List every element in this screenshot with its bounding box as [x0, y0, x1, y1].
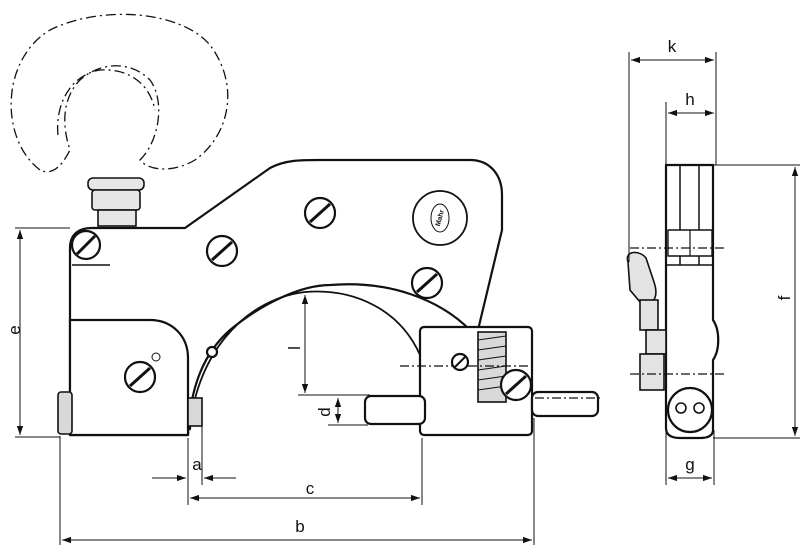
screw-6: [450, 352, 470, 372]
brand-text: Mahr: [435, 209, 446, 227]
dimension-c: c: [190, 438, 423, 505]
side-lever-knob: [626, 251, 667, 391]
dimension-h-label: h: [685, 90, 694, 109]
mahr-logo: Mahr: [412, 190, 468, 246]
dimension-k: k: [628, 37, 717, 262]
dimension-d-label: d: [315, 407, 334, 416]
stop-pin: [205, 345, 219, 359]
dimension-l: l: [285, 295, 370, 396]
screw-3: [303, 196, 337, 230]
dimension-f: f: [713, 164, 800, 439]
front-view: Mahr e l d a: [5, 13, 600, 545]
dimension-b-label: b: [295, 517, 304, 536]
measuring-spindle: [363, 394, 427, 426]
side-view: k h f g: [626, 37, 800, 485]
side-roller: [666, 386, 714, 434]
dimension-f-label: f: [775, 295, 794, 300]
screw-2: [205, 234, 239, 268]
dimension-b: b: [59, 418, 535, 545]
left-foot: [57, 391, 73, 435]
knob-neck: [87, 177, 145, 227]
dimension-a-label: a: [192, 455, 202, 474]
dimension-g: g: [665, 430, 715, 485]
dimension-e: e: [5, 227, 70, 438]
handle-knob-phantom: [10, 13, 229, 173]
screw-5: [123, 360, 157, 394]
dimension-l-label: l: [285, 346, 304, 350]
screw-4: [410, 266, 444, 300]
screw-1: [70, 229, 102, 261]
anvil-stub: [187, 397, 203, 427]
dimension-e-label: e: [5, 325, 24, 334]
adjust-wheel-knurl: [477, 335, 507, 391]
rear-spindle: [530, 390, 600, 418]
dimension-a: a: [152, 426, 236, 505]
small-hole: [151, 352, 161, 362]
dimension-k-label: k: [668, 37, 677, 56]
dimension-h: h: [665, 90, 714, 165]
dimension-c-label: c: [306, 479, 315, 498]
screw-7: [499, 368, 533, 402]
dimension-d: d: [315, 398, 368, 426]
measuring-arc: [189, 290, 421, 431]
dimension-g-label: g: [685, 455, 694, 474]
